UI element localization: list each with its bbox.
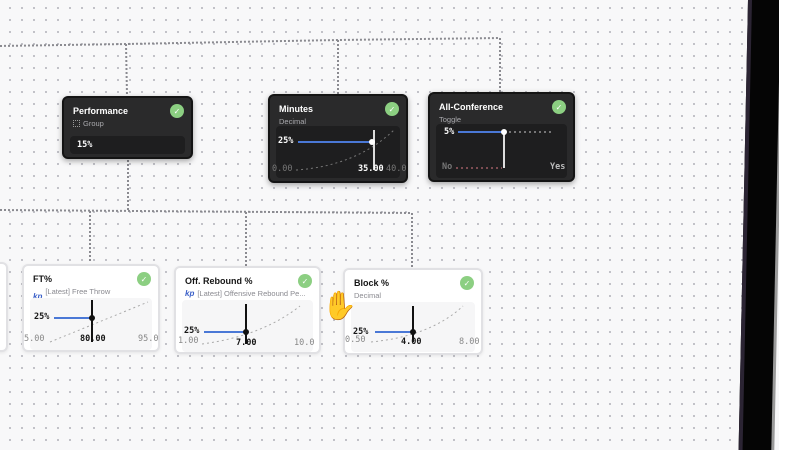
- node-subtitle: Decimal: [279, 117, 307, 126]
- max-label: 10.0: [294, 338, 315, 348]
- value-label: 4.00: [401, 337, 422, 347]
- node-title: Performance: [73, 106, 129, 116]
- weight-label: 25%: [34, 312, 50, 322]
- check-icon: ✓: [137, 272, 151, 286]
- workflow-canvas[interactable]: [0, 0, 760, 450]
- curve-line: [295, 129, 395, 171]
- check-icon: ✓: [170, 104, 184, 118]
- connector-top: [0, 37, 501, 47]
- toggle-chart[interactable]: [436, 124, 571, 178]
- node-subtitle: [Latest] Offensive Rebound Pe...: [197, 289, 306, 298]
- kenpom-icon: kp: [33, 291, 43, 301]
- check-icon: ✓: [298, 274, 312, 288]
- max-label: 95.0: [138, 334, 159, 344]
- curve-line: [201, 305, 301, 345]
- max-label: 40.0: [386, 164, 407, 174]
- node-subtitle: Toggle: [439, 115, 462, 124]
- node-subtitle: Decimal: [354, 291, 382, 300]
- grab-hand-cursor-icon: ✋: [322, 290, 357, 321]
- node-subtitle: Group: [83, 119, 104, 128]
- weight-label: 5%: [444, 127, 455, 137]
- value-point: [369, 139, 375, 145]
- curve-chart[interactable]: [30, 298, 156, 350]
- min-label: 5.00: [24, 334, 45, 344]
- node-title: Minutes: [279, 104, 314, 114]
- node-title: All-Conference: [439, 102, 504, 112]
- node-title: Block %: [354, 278, 390, 288]
- curve-chart[interactable]: [182, 300, 317, 352]
- node-all-conference[interactable]: All-Conference Toggle ✓ 5% No Yes: [428, 92, 575, 182]
- node-partial[interactable]: [0, 262, 8, 352]
- no-label: No: [442, 162, 453, 172]
- node-title: FT%: [33, 274, 52, 284]
- node-off-rebound[interactable]: Off. Rebound % kp[Latest] Offensive Rebo…: [174, 266, 321, 354]
- connector-lines: [0, 37, 501, 268]
- weight-label: 25%: [184, 326, 200, 336]
- min-label: 1.00: [178, 336, 199, 346]
- min-label: 0.00: [272, 164, 293, 174]
- connector-mid: [0, 209, 413, 214]
- curve-line: [370, 305, 464, 343]
- outer-background: [779, 0, 800, 450]
- check-icon: ✓: [552, 100, 566, 114]
- check-icon: ✓: [460, 276, 474, 290]
- curve-chart[interactable]: [351, 302, 479, 352]
- node-title: Off. Rebound %: [185, 276, 253, 286]
- value-point: [410, 329, 416, 335]
- weight-label: 25%: [353, 327, 369, 337]
- check-icon: ✓: [385, 102, 399, 116]
- node-performance[interactable]: Performance Group ✓ 15%: [62, 96, 193, 159]
- kenpom-icon: kp: [185, 289, 195, 298]
- node-minutes[interactable]: Minutes Decimal ✓ 25% 0.00 35.00 40.0: [268, 94, 408, 183]
- yes-label: Yes: [550, 162, 566, 172]
- value-label: 80.00: [80, 334, 106, 344]
- value-label: 35.00: [358, 164, 384, 174]
- curve-chart[interactable]: [276, 126, 404, 178]
- min-label: 0.50: [345, 335, 366, 345]
- group-icon: [73, 120, 80, 127]
- max-label: 8.00: [459, 337, 480, 347]
- weight-value: 15%: [77, 140, 93, 150]
- connector-to-performance: [125, 43, 128, 97]
- value-label: 7.00: [236, 338, 257, 348]
- weight-label: 25%: [278, 136, 294, 146]
- value-point: [243, 329, 249, 335]
- node-ft-pct[interactable]: FT% kp[Latest] Free Throw Percentage ✓ 2…: [22, 264, 160, 352]
- node-block-pct[interactable]: Block % Decimal ✓ 25% 0.50 4.00 8.00: [343, 268, 483, 355]
- value-point: [501, 129, 507, 135]
- value-point: [89, 315, 95, 321]
